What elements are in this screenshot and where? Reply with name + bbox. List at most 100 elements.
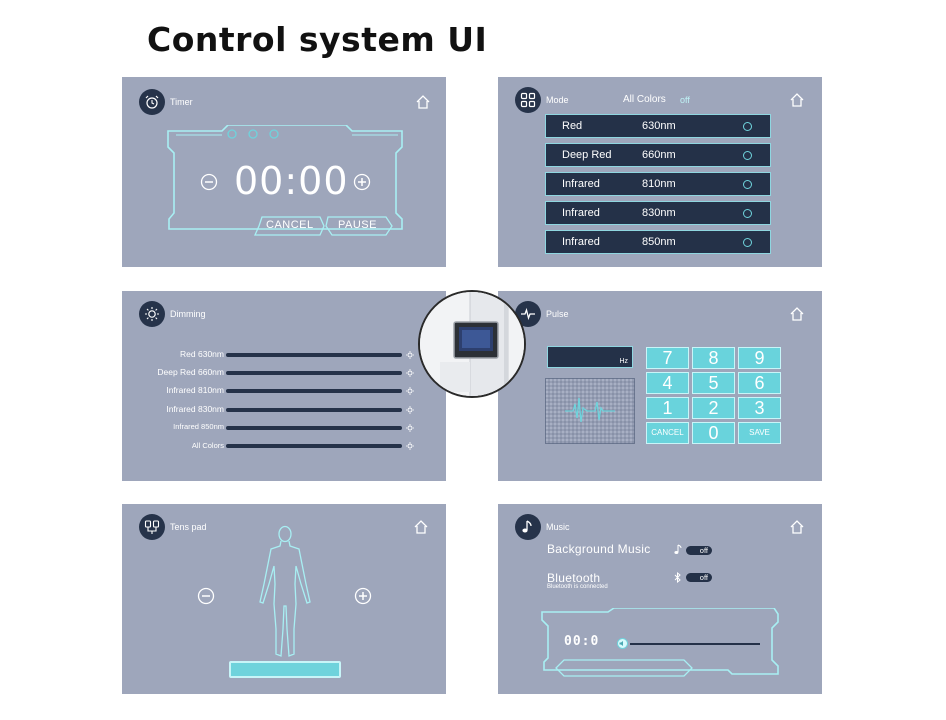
volume-slider[interactable]	[630, 643, 760, 645]
human-body-icon	[259, 525, 311, 657]
dimming-slider[interactable]	[226, 408, 402, 412]
frequency-display[interactable]: Hz	[547, 346, 633, 368]
keypad-key-2[interactable]: 2	[692, 397, 735, 419]
dimming-panel: Dimming Red 630nm Deep Red 660nm Infrare…	[122, 291, 446, 481]
frequency-unit: Hz	[619, 358, 628, 365]
brightness-icon	[406, 424, 414, 432]
volume-knob[interactable]	[617, 638, 628, 649]
dimming-row-label: Red 630nm	[180, 349, 224, 359]
mode-row-red[interactable]: Red 630nm	[545, 114, 771, 138]
background-music-toggle[interactable]: off	[686, 546, 712, 555]
keypad-key-4[interactable]: 4	[646, 372, 689, 394]
pulse-panel: Pulse Hz 7 8 9 4 5 6 1 2 3 CANCEL 0 SAVE	[498, 291, 822, 481]
mode-row-wavelength: 660nm	[642, 149, 676, 161]
mode-panel: Mode All Colors off Red 630nm Deep Red 6…	[498, 77, 822, 267]
music-panel: Music Background Music off Bluetooth Blu…	[498, 504, 822, 694]
radio-circle-icon[interactable]	[743, 209, 752, 218]
mode-row-infrared-810[interactable]: Infrared 810nm	[545, 172, 771, 196]
mode-row-wavelength: 830nm	[642, 207, 676, 219]
home-icon[interactable]	[789, 92, 805, 108]
device-illustration	[420, 292, 524, 396]
background-music-label: Background Music	[547, 542, 651, 556]
music-badge[interactable]	[515, 514, 541, 540]
dimming-row-label: Deep Red 660nm	[157, 367, 224, 377]
home-icon[interactable]	[415, 94, 431, 110]
dimming-slider[interactable]	[226, 426, 402, 430]
keypad-key-8[interactable]: 8	[692, 347, 735, 369]
minus-icon[interactable]	[200, 173, 218, 191]
tens-pad-panel: Tens pad	[122, 504, 446, 694]
timer-frame	[167, 125, 403, 230]
mode-row-infrared-830[interactable]: Infrared 830nm	[545, 201, 771, 225]
music-time: 00:0	[564, 634, 600, 649]
tens-pad-base[interactable]	[229, 661, 341, 678]
mode-row-infrared-850[interactable]: Infrared 850nm	[545, 230, 771, 254]
keypad-save-button[interactable]: SAVE	[738, 422, 781, 444]
grid-icon	[520, 92, 536, 108]
cancel-button[interactable]: CANCEL	[266, 219, 314, 231]
bluetooth-toggle[interactable]: off	[686, 573, 712, 582]
dimming-slider[interactable]	[226, 444, 402, 448]
brightness-icon	[145, 307, 159, 321]
keypad-key-0[interactable]: 0	[692, 422, 735, 444]
mode-row-name: Infrared	[562, 207, 600, 219]
page-title: Control system UI	[147, 20, 488, 59]
brightness-icon	[406, 387, 414, 395]
keypad-key-9[interactable]: 9	[738, 347, 781, 369]
pulse-label: Pulse	[546, 309, 569, 319]
radio-circle-icon[interactable]	[743, 151, 752, 160]
plus-icon[interactable]	[353, 173, 371, 191]
dimming-slider[interactable]	[226, 389, 402, 393]
dimming-row-label: Infrared 830nm	[166, 404, 224, 414]
mode-row-name: Red	[562, 120, 583, 132]
mode-row-deep-red[interactable]: Deep Red 660nm	[545, 143, 771, 167]
dimming-row-label: Infrared 850nm	[173, 422, 224, 431]
radio-circle-icon[interactable]	[743, 180, 752, 189]
music-note-icon	[674, 544, 682, 554]
mode-row-wavelength: 810nm	[642, 178, 676, 190]
keypad-key-3[interactable]: 3	[738, 397, 781, 419]
timer-button-frames	[254, 216, 393, 236]
radio-circle-icon[interactable]	[743, 238, 752, 247]
keypad-key-6[interactable]: 6	[738, 372, 781, 394]
mode-badge[interactable]	[515, 87, 541, 113]
home-icon[interactable]	[789, 306, 805, 322]
timer-panel: Timer 00:00 CANCEL PAUSE	[122, 77, 446, 267]
radio-circle-icon[interactable]	[743, 122, 752, 131]
dimming-badge[interactable]	[139, 301, 165, 327]
keypad-key-1[interactable]: 1	[646, 397, 689, 419]
device-photo	[418, 290, 526, 398]
keypad-key-5[interactable]: 5	[692, 372, 735, 394]
music-note-icon	[522, 520, 532, 533]
bluetooth-status: Bluetooth is connected	[547, 584, 608, 590]
tens-pad-badge[interactable]	[139, 514, 165, 540]
minus-icon[interactable]	[197, 587, 215, 605]
dimming-slider[interactable]	[226, 353, 402, 357]
plus-icon[interactable]	[354, 587, 372, 605]
pause-button[interactable]: PAUSE	[338, 219, 377, 231]
alarm-clock-icon	[145, 95, 159, 109]
brightness-icon	[406, 369, 414, 377]
keypad-key-7[interactable]: 7	[646, 347, 689, 369]
home-icon[interactable]	[789, 519, 805, 535]
dimming-label: Dimming	[170, 309, 206, 319]
brightness-icon	[406, 351, 414, 359]
brightness-icon	[406, 406, 414, 414]
dimming-slider[interactable]	[226, 371, 402, 375]
mode-row-wavelength: 850nm	[642, 236, 676, 248]
all-colors-state[interactable]: off	[680, 95, 690, 105]
timer-label: Timer	[170, 97, 193, 107]
all-colors-label[interactable]: All Colors	[623, 94, 666, 105]
electrode-pads-icon	[144, 520, 160, 534]
pulse-waveform-grid	[545, 378, 635, 444]
mode-label: Mode	[546, 95, 569, 105]
tens-pad-label: Tens pad	[170, 522, 207, 532]
timer-badge[interactable]	[139, 89, 165, 115]
home-icon[interactable]	[413, 519, 429, 535]
timer-display: 00:00	[234, 159, 349, 203]
mode-row-wavelength: 630nm	[642, 120, 676, 132]
keypad-cancel-button[interactable]: CANCEL	[646, 422, 689, 444]
dimming-row-label: Infrared 810nm	[166, 385, 224, 395]
mode-row-name: Deep Red	[562, 149, 612, 161]
speaker-icon	[619, 641, 623, 646]
